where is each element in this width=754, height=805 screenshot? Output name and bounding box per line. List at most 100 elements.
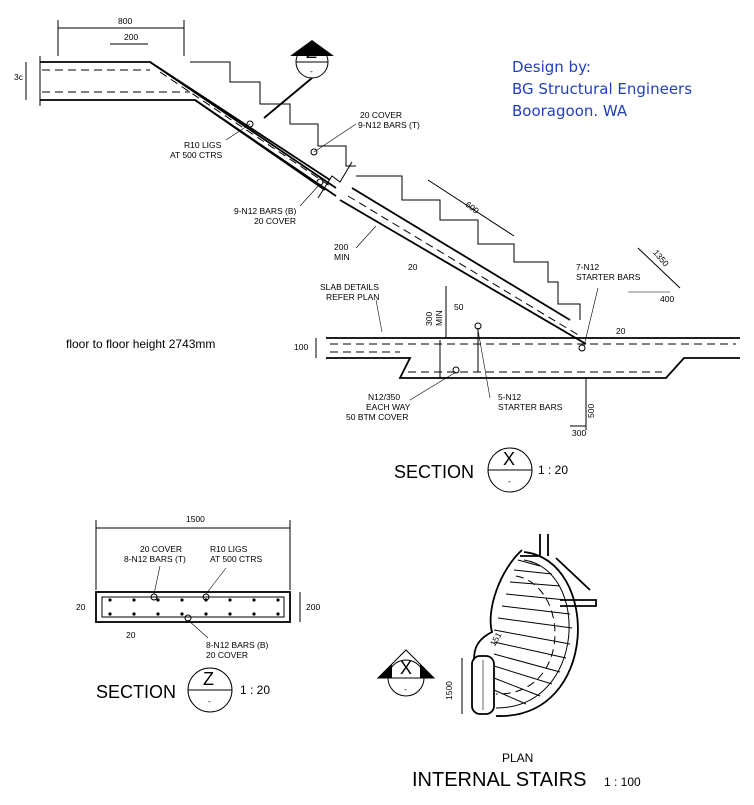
label-min-200-b: MIN xyxy=(334,252,350,262)
plan-section-marker: X - xyxy=(376,649,436,697)
section-z-ligs-2: AT 500 CTRS xyxy=(210,554,262,564)
upper-steps xyxy=(190,61,356,167)
plan-outer-stringer xyxy=(495,551,579,717)
section-x-scale: 1 : 20 xyxy=(538,463,568,477)
label-mesh-1: N12/350 xyxy=(368,392,400,402)
top-landing-outline xyxy=(40,61,337,197)
dim-1350: 1350 xyxy=(651,248,671,269)
ground-slab-bars xyxy=(330,343,736,353)
marker-z-letter: Z xyxy=(306,42,317,62)
dim-200: 200 xyxy=(124,32,138,42)
label-slab-2: REFER PLAN xyxy=(326,292,379,302)
bar-mark xyxy=(316,178,324,186)
plan-label: PLAN xyxy=(502,751,533,765)
label-starter-1: 7-N12 xyxy=(576,262,599,272)
bar-mark xyxy=(246,120,254,128)
section-z-ligature xyxy=(101,596,285,618)
bar-mark xyxy=(310,148,318,156)
bar-mark xyxy=(184,614,192,622)
label-slab-1: SLAB DETAILS xyxy=(320,282,379,292)
section-z-bot-1: 8-N12 BARS (B) xyxy=(206,640,269,650)
dim-50: 50 xyxy=(454,302,464,312)
section-x-marker-letter: X xyxy=(503,449,515,469)
plan-title: INTERNAL STAIRS xyxy=(412,769,586,791)
plan-scale: 1 : 100 xyxy=(604,775,641,789)
lower-steps xyxy=(356,175,581,320)
plan-marker-letter: X xyxy=(400,658,412,678)
dim-500: 500 xyxy=(586,404,596,418)
dim-800: 800 xyxy=(118,16,132,26)
plan-outer-stringer-inner xyxy=(495,559,570,709)
section-z-drawing: 1500 20 COVER 8-N12 BARS (T) R10 LIGS AT… xyxy=(76,514,320,713)
section-z-bars xyxy=(108,598,280,616)
section-z-title: SECTION Z - 1 : 20 xyxy=(96,667,270,713)
credit-line-1: Design by: xyxy=(512,58,591,76)
plan-bottom-landing xyxy=(471,655,495,715)
dim-500-300-lines xyxy=(570,378,587,430)
credit-line-2: BG Structural Engineers xyxy=(512,80,692,98)
dim-3c: 3c xyxy=(14,72,24,82)
upper-flight-slab xyxy=(149,61,331,191)
plan-inner-stringer xyxy=(473,549,523,661)
section-z-bot-2: 20 COVER xyxy=(206,650,248,660)
dim-400: 400 xyxy=(660,294,674,304)
plan-width-dim: 1500 xyxy=(444,681,454,700)
label-ligs-2: AT 500 CTRS xyxy=(170,150,222,160)
label-mesh-3: 50 BTM COVER xyxy=(346,412,408,422)
label-ligs-1: R10 LIGS xyxy=(184,140,222,150)
label-cover-20: 20 xyxy=(408,262,418,272)
upper-flight-bars xyxy=(159,71,331,187)
label-starter5-2: STARTER BARS xyxy=(498,402,563,412)
leader-lines xyxy=(225,123,670,401)
section-z-marker-letter: Z xyxy=(203,669,214,689)
plan-marker-sub: - xyxy=(404,684,407,694)
floor-height-note: floor to floor height 2743mm xyxy=(66,337,215,351)
section-z-marker-sub: - xyxy=(208,696,211,706)
section-z-slab xyxy=(95,591,291,623)
lower-flight-bars xyxy=(347,195,581,337)
lower-flight-slab xyxy=(339,187,587,345)
section-x-label: SECTION xyxy=(394,462,474,482)
dim-1350-line xyxy=(637,247,681,289)
dim-20: 20 xyxy=(616,326,626,336)
dim-600-line xyxy=(427,179,515,237)
section-z-cover-left: 20 xyxy=(76,602,86,612)
section-x-drawing: 800 200 3c Z - R10 LIGS AT 500 CTRS 20 C… xyxy=(14,16,740,493)
label-bot-bars-1: 9-N12 BARS (B) xyxy=(234,206,297,216)
section-z-top-2: 8-N12 BARS (T) xyxy=(124,554,186,564)
plan-drawing: 1500 151 X - PLAN INTERNAL STAIRS 1 : 10… xyxy=(376,534,641,791)
section-z-scale: 1 : 20 xyxy=(240,683,270,697)
top-landing-bars xyxy=(42,69,190,93)
bar-mark xyxy=(578,344,586,352)
label-top-cover-1: 20 COVER xyxy=(360,110,402,120)
dim-100: 100 xyxy=(294,342,308,352)
label-top-cover-2: 9-N12 BARS (T) xyxy=(358,120,420,130)
bar-mark xyxy=(452,366,460,374)
section-z-marker: Z - xyxy=(263,40,334,119)
label-starter5-1: 5-N12 xyxy=(498,392,521,402)
ground-slab xyxy=(326,337,740,379)
label-bot-bars-2: 20 COVER xyxy=(254,216,296,226)
section-z-leaders xyxy=(153,565,227,639)
section-z-ligs-1: R10 LIGS xyxy=(210,544,248,554)
label-min-200: 200 xyxy=(334,242,348,252)
design-credits: Design by: BG Structural Engineers Boora… xyxy=(512,58,692,120)
plan-treads xyxy=(493,559,573,705)
section-x-title: SECTION X - 1 : 20 xyxy=(394,447,568,493)
section-z-height: 200 xyxy=(306,602,320,612)
section-z-width: 1500 xyxy=(186,514,205,524)
bar-mark xyxy=(474,322,482,330)
label-starter-2: STARTER BARS xyxy=(576,272,641,282)
section-x-marker-sub: - xyxy=(508,476,511,486)
marker-z-sub: - xyxy=(310,66,313,76)
label-mesh-2: EACH WAY xyxy=(366,402,411,412)
dim-300-min: MIN xyxy=(434,310,444,326)
dim-300: 300 xyxy=(424,312,434,326)
section-z-label: SECTION xyxy=(96,682,176,702)
dim-300-bottom: 300 xyxy=(572,428,586,438)
section-z-top-1: 20 COVER xyxy=(140,544,182,554)
section-z-cover-bottom: 20 xyxy=(126,630,136,640)
plan-walkline xyxy=(495,575,556,695)
break-line xyxy=(317,161,353,199)
